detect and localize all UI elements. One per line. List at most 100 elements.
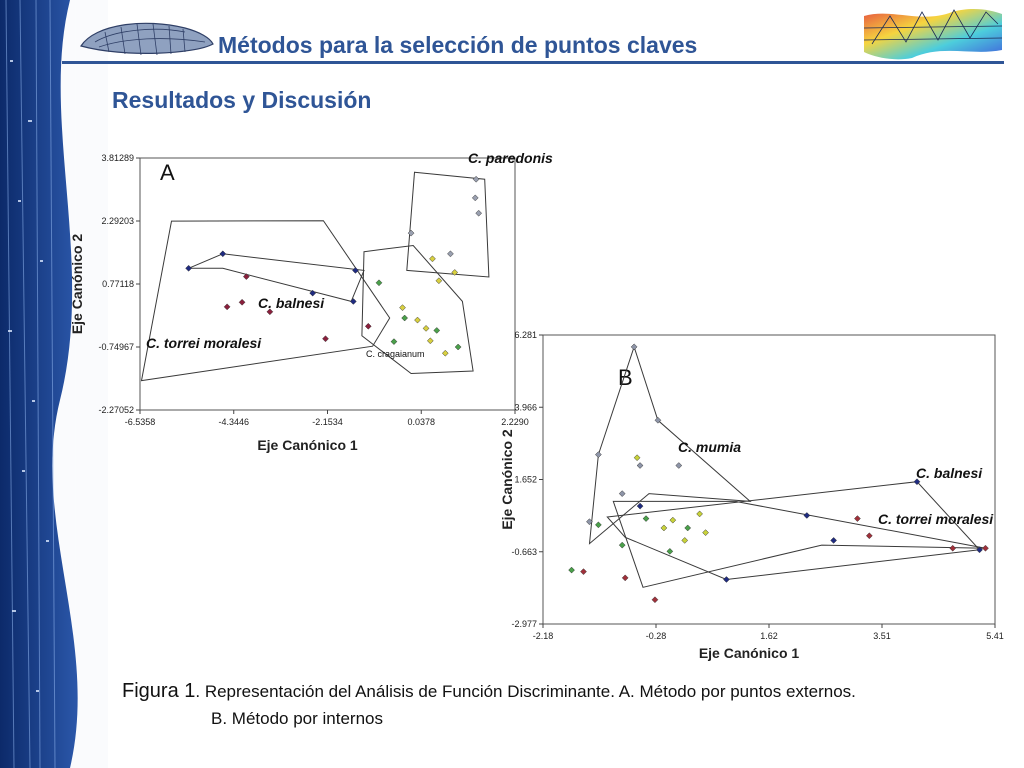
data-point [618, 541, 626, 549]
caption-text-line2: B. Método por internos [211, 709, 383, 728]
data-point [696, 510, 703, 518]
data-point [414, 316, 421, 324]
data-point [454, 343, 462, 351]
data-point [451, 269, 459, 276]
data-point [723, 576, 730, 583]
data-point [407, 229, 415, 237]
data-point [830, 537, 837, 544]
data-point [441, 349, 449, 357]
group-label: C. balnesi [916, 465, 983, 481]
y-tick-label: 3.966 [514, 402, 537, 412]
title-divider [62, 61, 1004, 64]
group-label: C. cragaianum [366, 349, 425, 359]
panel-letter: A [160, 160, 175, 185]
data-point [684, 524, 692, 532]
data-point [375, 279, 383, 287]
slide-title: Métodos para la selección de puntos clav… [218, 32, 698, 58]
section-heading: Resultados y Discusión [112, 87, 372, 113]
plot-frame [542, 334, 996, 625]
data-point [636, 462, 644, 469]
x-tick-label: 2.2290 [501, 417, 529, 427]
y-tick-label: 3.81289 [101, 153, 134, 163]
data-point [266, 308, 274, 316]
group-label: C. paredonis [468, 150, 553, 166]
y-tick-label: 1.652 [514, 475, 537, 485]
data-point [803, 512, 811, 519]
data-point [642, 515, 650, 522]
data-point [651, 596, 659, 604]
y-tick-label: 6.281 [514, 330, 537, 340]
data-point [433, 327, 441, 334]
data-point [390, 338, 398, 345]
data-point [621, 574, 629, 582]
panel-letter: B [618, 365, 633, 390]
x-tick-label: -4.3446 [218, 417, 249, 427]
data-point [426, 337, 434, 345]
data-point [309, 289, 317, 297]
data-point [618, 490, 626, 497]
data-point [595, 521, 602, 529]
data-point [399, 304, 406, 312]
data-point [238, 298, 246, 306]
data-point [913, 478, 921, 486]
data-point [630, 343, 638, 351]
caption-text-line1: . Representación del Análisis de Función… [195, 682, 856, 701]
x-tick-label: 1.62 [760, 631, 778, 641]
data-point [595, 451, 602, 458]
y-tick-label: -0.663 [511, 547, 537, 557]
group-hull [406, 171, 490, 278]
data-point [447, 250, 454, 258]
data-point [219, 250, 227, 258]
data-point [185, 264, 192, 272]
sidebar-background [0, 0, 108, 768]
data-point [702, 529, 709, 536]
data-point [422, 325, 430, 332]
x-tick-label: 3.51 [873, 631, 891, 641]
data-point [322, 335, 329, 343]
data-point [475, 209, 483, 217]
x-tick-label: -2.18 [533, 631, 554, 641]
data-point [223, 303, 231, 311]
data-point [654, 416, 662, 424]
morphometric-grid-logo [863, 8, 1003, 60]
group-label: C. balnesi [258, 295, 325, 311]
data-point [633, 454, 641, 462]
data-point [472, 175, 480, 183]
x-tick-label: 0.0378 [407, 417, 435, 427]
data-point [976, 546, 983, 554]
data-point [949, 544, 957, 552]
shell-logo [80, 22, 214, 56]
group-hull [612, 500, 986, 588]
data-point [352, 267, 359, 274]
y-tick-label: -2.27052 [98, 405, 134, 415]
data-point [636, 502, 644, 510]
data-point [349, 298, 357, 305]
data-point [854, 515, 861, 522]
data-point [243, 273, 250, 280]
data-point [586, 518, 593, 526]
group-label: C. torrei moralesi [146, 335, 262, 351]
y-tick-label: 2.29203 [101, 216, 134, 226]
x-tick-label: 5.41 [986, 631, 1004, 641]
x-axis-title: Eje Canónico 1 [699, 645, 800, 661]
discriminant-plot-a: 3.812892.292030.77118-0.74967-2.27052-6.… [70, 150, 553, 453]
data-point [471, 194, 479, 202]
data-point [982, 544, 989, 552]
group-hull [606, 481, 981, 581]
y-axis-title: Eje Canónico 2 [499, 429, 515, 530]
y-tick-label: 0.77118 [102, 279, 134, 289]
group-hull [188, 253, 365, 302]
data-point [429, 255, 436, 263]
data-point [364, 322, 372, 330]
data-point [660, 524, 668, 532]
data-point [669, 516, 677, 524]
y-axis-title: Eje Canónico 2 [70, 234, 85, 335]
y-tick-label: -2.977 [511, 619, 537, 629]
data-point [865, 532, 873, 540]
data-point [675, 462, 683, 469]
data-point [580, 568, 587, 576]
group-label: C. mumia [678, 439, 741, 455]
figure-caption: Figura 1. Representación del Análisis de… [122, 680, 856, 703]
data-point [401, 314, 409, 322]
